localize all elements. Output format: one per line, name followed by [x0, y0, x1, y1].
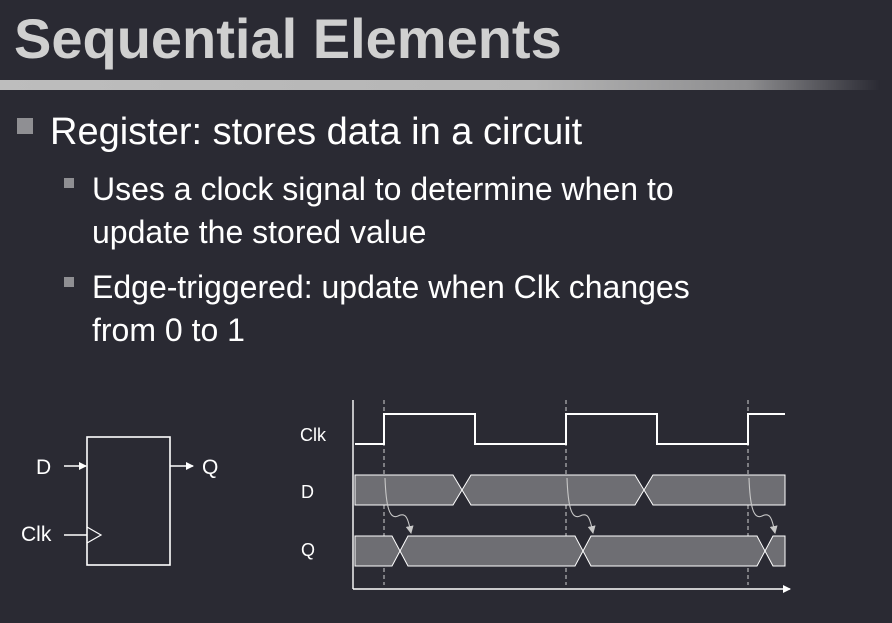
sub-bullet-marker: [64, 277, 74, 287]
q-bus-segment: [399, 535, 584, 567]
register-output-label: Q: [202, 456, 218, 479]
q-bus-segment: [764, 535, 786, 567]
timing-diagram: Clk D Q: [300, 400, 791, 593]
sub-bullet-clock-line2: update the stored value: [92, 214, 427, 250]
sub-bullet-clock-line1: Uses a clock signal to determine when to: [92, 171, 674, 207]
edge-to-q-arrow: [748, 477, 778, 534]
register-input-label: D: [36, 456, 51, 479]
q-bus-segment: [354, 535, 401, 567]
register-clock-label: Clk: [21, 523, 52, 546]
timing-label-d: D: [301, 482, 314, 502]
edge-to-q-arrow: [384, 477, 414, 534]
clk-waveform: [355, 413, 785, 445]
sub-bullet-edge-triggered: Edge-triggered: update when Clk changes …: [92, 266, 690, 352]
d-bus-segment: [461, 474, 645, 506]
title-underline: [0, 80, 880, 90]
edge-to-q-arrow: [566, 477, 596, 534]
slide-title: Sequential Elements: [14, 7, 562, 70]
d-bus-segment: [354, 474, 463, 506]
sub-bullet-marker: [64, 178, 74, 188]
bullet-marker: [17, 118, 33, 134]
sub-bullet-clock: Uses a clock signal to determine when to…: [92, 168, 674, 254]
timing-label-q: Q: [301, 540, 315, 560]
clock-edge-triangle: [86, 526, 103, 544]
timing-label-clk: Clk: [300, 425, 327, 445]
register-box: [86, 436, 171, 566]
sub-bullet-edge-line2: from 0 to 1: [92, 312, 245, 348]
register-symbol: D Q Clk: [21, 436, 218, 566]
d-bus-segment: [643, 474, 786, 506]
q-bus-segment: [582, 535, 766, 567]
bullet-register: Register: stores data in a circuit: [50, 111, 583, 153]
register-diagram: D Q Clk Clk D Q: [21, 400, 791, 593]
sub-bullet-edge-line1: Edge-triggered: update when Clk changes: [92, 269, 690, 305]
